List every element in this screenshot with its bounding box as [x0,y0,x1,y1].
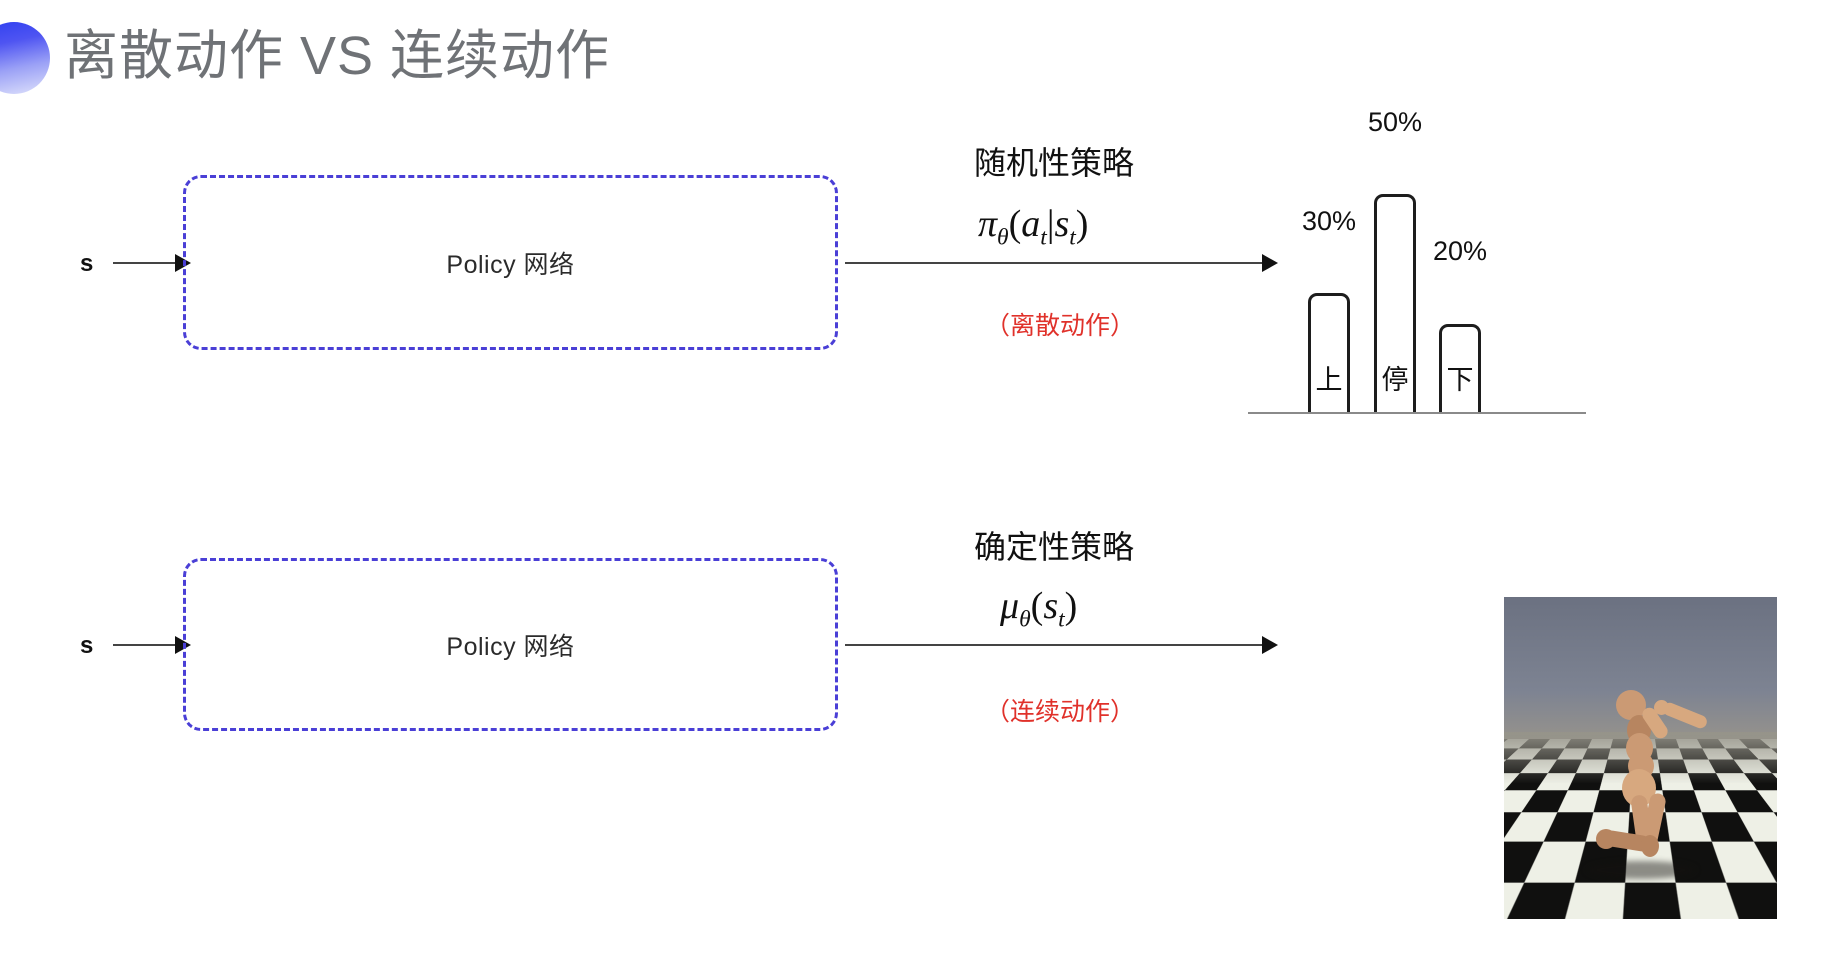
formula-close-paren-2: ) [1064,585,1078,627]
annotation-heading-continuous: 确定性策略 [974,529,1135,565]
output-arrow-head-discrete [1262,254,1278,272]
formula-pi: π [978,203,998,245]
annotation-note-continuous: （连续动作） [985,698,1136,726]
bar-category-up: 上 [1315,365,1343,395]
half-circle-gradient-icon [0,22,50,94]
output-arrow-line-continuous [845,644,1270,646]
formula-open-paren: ( [1008,203,1022,245]
bar-up [1308,293,1350,412]
input-arrow-line-continuous [113,644,183,646]
formula-action-sub-t: t [1040,224,1047,251]
formula-pi-sub-theta: θ [997,224,1009,251]
chart-baseline-axis [1248,412,1586,414]
bar-value-down: 20% [1432,236,1488,266]
formula-action: a [1021,203,1041,245]
policy-network-label-continuous: Policy 网络 [446,632,575,661]
policy-network-box-continuous[interactable]: Policy 网络 [183,558,838,731]
state-label-discrete: s [80,250,94,277]
formula-mu-sub-theta: θ [1019,606,1031,633]
page-title: 离散动作 VS 连续动作 [64,26,611,86]
bar-category-stop: 停 [1381,365,1409,395]
formula-state-2: s [1043,585,1059,627]
formula-stochastic-policy: πθ(at|st) [978,202,1088,252]
formula-open-paren-2: ( [1030,585,1044,627]
discrete-action-bar-chart: 30% 上 50% 停 20% 下 [1248,107,1588,414]
policy-network-label-discrete: Policy 网络 [446,250,575,279]
state-label-continuous: s [80,632,94,659]
input-arrow-line-discrete [113,262,183,264]
bar-value-up: 30% [1301,206,1357,236]
humanoid-shadow [1586,861,1696,879]
bar-stop [1374,194,1416,412]
output-arrow-line-discrete [845,262,1270,264]
humanoid-hand [1654,700,1669,715]
formula-state: s [1054,203,1070,245]
policy-network-box-discrete[interactable]: Policy 网络 [183,175,838,350]
annotation-heading-discrete: 随机性策略 [974,145,1135,181]
bar-down [1439,324,1481,412]
formula-deterministic-policy: μθ(st) [1000,584,1077,634]
annotation-note-discrete: （离散动作） [985,312,1136,340]
formula-close-paren: ) [1075,203,1089,245]
formula-state-sub-t: t [1069,224,1076,251]
humanoid-simulation-image [1504,597,1777,919]
formula-mu: μ [1000,585,1020,627]
formula-state-2-sub-t: t [1058,606,1065,633]
humanoid-foot-left [1596,829,1616,849]
bar-value-stop: 50% [1367,107,1423,137]
humanoid-knee-right [1641,835,1659,857]
bar-category-down: 下 [1446,365,1474,395]
output-arrow-head-continuous [1262,636,1278,654]
formula-conditional-bar: | [1046,203,1055,245]
